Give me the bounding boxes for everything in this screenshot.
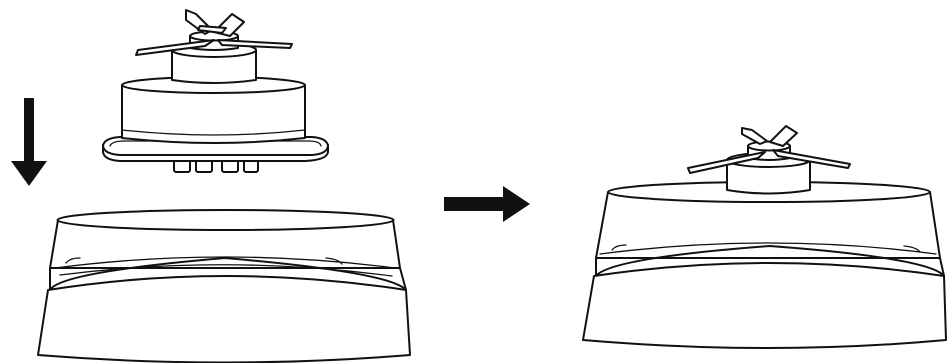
motor-base-right: [582, 181, 947, 349]
installed-blades: [687, 125, 851, 174]
blades: [135, 9, 293, 56]
assembled-unit: [582, 125, 947, 349]
installed-blade-hub: [726, 140, 811, 195]
right-arrow: [444, 186, 530, 222]
blade-assembly: [102, 9, 329, 173]
blade-cylinder: [121, 76, 306, 144]
down-arrow: [11, 98, 47, 186]
motor-base-left: [37, 209, 411, 363]
flange-ring: [102, 136, 329, 162]
